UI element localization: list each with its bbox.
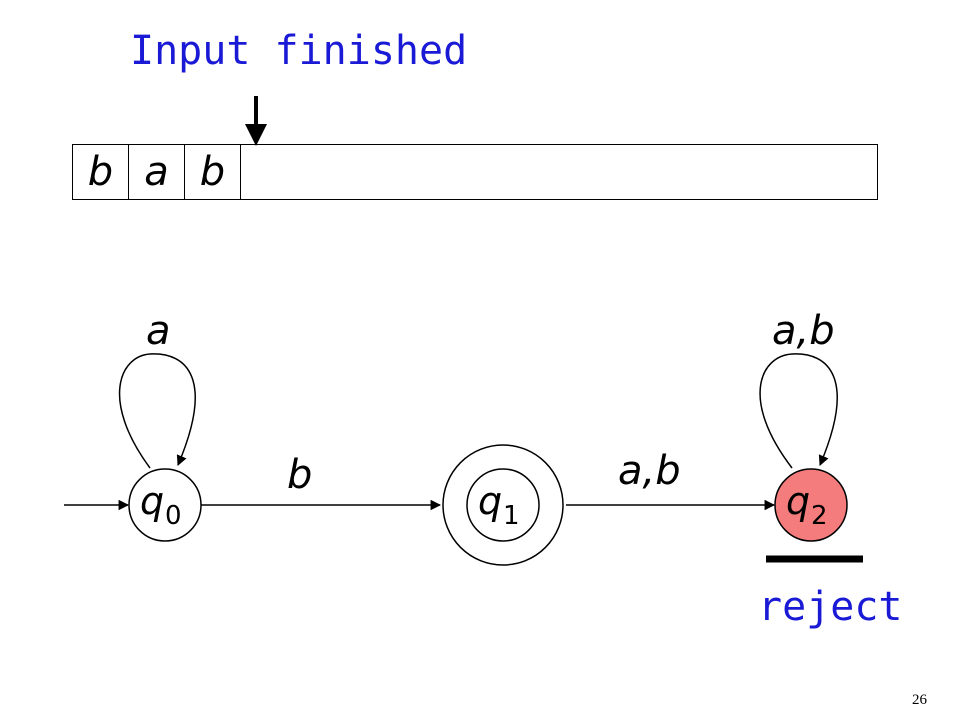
self-loop-q2	[759, 353, 838, 469]
tape-cell-3: b	[185, 145, 241, 199]
self-loop-q0	[118, 353, 196, 469]
input-finished-heading: Input finished	[130, 28, 468, 74]
loop-label-q2: a,b	[772, 308, 835, 354]
page-number: 26	[912, 692, 927, 708]
tape-cell-2: a	[129, 145, 185, 199]
transition-label-q1-q2: a,b	[618, 448, 681, 494]
state-q1: q 1	[442, 444, 564, 566]
state-q2-subscript: 2	[811, 501, 828, 531]
state-q2: q 2	[774, 468, 848, 542]
tape-cell-1: b	[73, 145, 129, 199]
transition-label-q0-q1: b	[287, 452, 312, 498]
state-q2-label: q	[786, 479, 810, 523]
state-q1-label: q	[478, 479, 502, 523]
loop-label-q0: a	[146, 308, 171, 354]
tape-head-arrow-icon	[245, 96, 267, 146]
state-q0-label: q	[140, 479, 164, 523]
state-q1-subscript: 1	[503, 501, 520, 531]
input-tape: b a b	[72, 144, 878, 200]
state-q0: q 0	[128, 468, 202, 542]
reject-label: reject	[758, 584, 903, 630]
state-q0-subscript: 0	[165, 501, 182, 531]
